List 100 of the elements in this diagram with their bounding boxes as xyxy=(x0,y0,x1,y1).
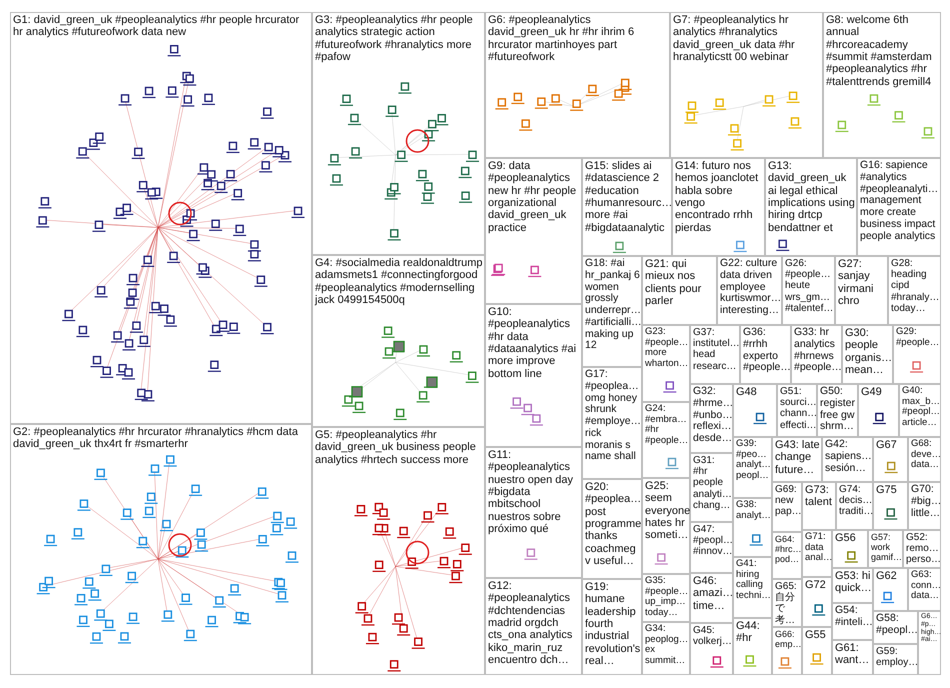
group-panel xyxy=(908,437,941,482)
group-panel xyxy=(832,568,873,603)
group-label: G44: #hr xyxy=(736,620,761,645)
group-panel xyxy=(868,530,903,568)
group-panel xyxy=(832,603,873,640)
group-label: G5: #peopleanalytics #hr david_green_uk business people analytics #hrtech success more xyxy=(315,429,477,466)
group-panel xyxy=(782,256,835,325)
group-label: G62 xyxy=(876,570,898,582)
group-panel xyxy=(908,568,941,611)
group-label: G70: #big… little… xyxy=(911,484,939,520)
group-label: G30: people organis… mean… xyxy=(845,327,891,376)
group-label: G34: peoplog… ex summit… xyxy=(645,624,688,666)
group-panel xyxy=(733,618,772,675)
group-label: G32: #hrme… #unbo… reflexi… desde… xyxy=(693,386,731,445)
group-label: G56 xyxy=(835,532,857,544)
group-panel xyxy=(791,325,842,384)
group-label: G20: #peoplea… post programme thanks coachmeg v useful… xyxy=(585,481,640,568)
group-label: G10: #peopleanalytics #hr data #dataanalytics #ai more improve bottom line xyxy=(488,306,578,380)
group-panel xyxy=(873,644,918,675)
group-panel xyxy=(672,158,765,256)
group-label: G14: futuro nos hemos joanclotet habla sobre vengo encontrado rrhh pierdas xyxy=(675,160,760,234)
group-label: G68: deve… data… xyxy=(911,439,939,471)
group-panel xyxy=(642,402,690,478)
group-panel xyxy=(582,158,672,256)
group-label: G71: data anal… xyxy=(805,532,830,564)
group-label: G25: seem everyone hates hr someti… xyxy=(645,480,688,542)
group-panel xyxy=(690,384,733,453)
group-panel xyxy=(485,158,582,304)
group-label: G6: #peopleanalytics david_green_uk hr #hr ihrim 6 hrcurator martinhoyes part #futureofwork xyxy=(488,14,636,64)
group-panel xyxy=(823,12,941,158)
group-label: G52: remo… perso… xyxy=(906,532,939,566)
group-label: G43: late change future… xyxy=(775,439,820,476)
group-panel xyxy=(10,424,312,675)
group-label: G18: #ai hr_pankaj 6 women grossly underrepr… #artificialli… making up 12 xyxy=(585,258,640,352)
group-panel xyxy=(802,577,832,627)
group-panel xyxy=(690,453,733,522)
group-panel xyxy=(918,611,941,675)
group-panel xyxy=(690,573,733,623)
group-panel xyxy=(582,256,642,367)
group-label: G31: #hr people analyti… chang… xyxy=(693,455,731,511)
group-panel xyxy=(873,568,908,611)
group-label: G57: work gamif… xyxy=(871,532,901,562)
group-panel xyxy=(582,367,642,479)
group-panel xyxy=(822,437,873,482)
group-label: G24: #embra… #hr #people… xyxy=(645,404,688,446)
group-label: G61: want… xyxy=(835,642,870,667)
group-panel xyxy=(873,611,918,644)
group-panel xyxy=(772,482,802,532)
group-label: G2: #peopleanalytics #hr hrcurator #hranalytics #hcm data david_green_uk thx4rt fr #smarterhr xyxy=(13,426,299,451)
group-panel xyxy=(836,482,873,530)
group-label: G33: hr analytics #hrnews #people… xyxy=(794,327,840,374)
group-panel xyxy=(642,622,690,675)
group-panel xyxy=(733,557,772,618)
group-panel xyxy=(858,384,899,437)
group-label: G13: david_green_uk ai legal ethical implications using hiring drtcp bendattner et xyxy=(768,160,855,234)
group-panel xyxy=(485,304,582,447)
group-label: G59: employ… xyxy=(876,646,916,668)
group-label: G29: #people… xyxy=(896,327,939,348)
group-panel xyxy=(670,12,823,158)
group-label: G47: #peopl… #innov… xyxy=(693,524,731,558)
group-label: G26: #people… heute wrs_gm… #talentef… xyxy=(785,258,833,314)
group-panel xyxy=(690,325,740,384)
group-panel xyxy=(10,12,312,424)
group-panel xyxy=(690,623,733,675)
group-panel xyxy=(642,325,690,402)
group-label: G27: sanjay virmani chro xyxy=(838,258,874,308)
group-label: G15: slides ai #datascience 2 #education #humanresourc… more #ai #bigdataanalytic xyxy=(585,160,670,234)
group-label: G65: 自分で考… xyxy=(775,581,798,626)
group-panel xyxy=(835,256,888,325)
group-panel xyxy=(485,12,670,158)
group-panel xyxy=(690,522,733,573)
group-label: G4: #socialmedia realdonaldtrump adamsmets1 #connectingforgood #peopleanalytics #modernselling jack 0499154500q xyxy=(315,257,483,306)
group-panel xyxy=(733,437,772,498)
group-panel xyxy=(642,478,690,574)
group-label: G46: amazi… time… xyxy=(693,575,731,612)
group-label: G51: sourci… chann… effecti… xyxy=(780,386,815,431)
group-label: G28: heading cipd #hranaly… today… xyxy=(891,258,939,314)
group-label: G75 xyxy=(876,484,898,496)
group-panel xyxy=(582,579,642,675)
group-label: G73: talent xyxy=(805,484,833,509)
group-panel xyxy=(802,627,832,675)
group-panel xyxy=(899,384,941,437)
group-panel xyxy=(312,427,485,675)
group-label: G9: data #peopleanalytics new hr #hr people organizational david_green_uk practice xyxy=(488,160,578,234)
group-label: G22: culture data driven employee kurtiswmor… interesting… xyxy=(720,258,780,317)
group-label: G74: decis… traditi… xyxy=(839,484,871,518)
group-panel xyxy=(777,384,817,437)
group-label: G38: analyt… xyxy=(736,500,770,522)
group-label: G58: #peopl… xyxy=(876,613,916,636)
group-panel xyxy=(772,437,822,482)
group-panel xyxy=(772,627,802,675)
group-panel xyxy=(312,12,485,255)
group-panel xyxy=(908,482,941,530)
group-panel xyxy=(873,482,908,530)
group-label: G49 xyxy=(861,386,883,398)
group-label: G8: welcome 6th annual #hrcoreacademy #summit #amsterdam #peopleanalytics #hr #talenttrends gremill4 xyxy=(826,14,933,88)
group-label: G3: #peopleanalytics #hr people analytics strategic action #futureofwork #hranalytics more #pafow xyxy=(315,14,474,64)
group-label: G37: institutel… head researc… xyxy=(693,327,738,372)
group-panel xyxy=(312,255,485,427)
group-label: G41: hiring calling techni… xyxy=(736,559,770,602)
